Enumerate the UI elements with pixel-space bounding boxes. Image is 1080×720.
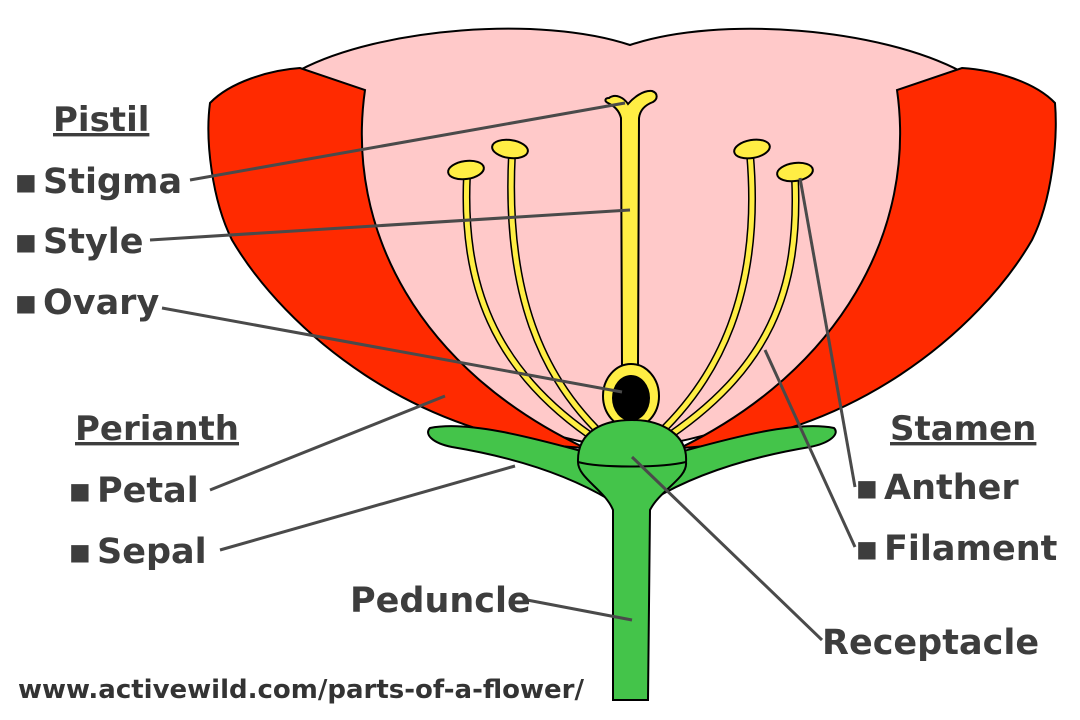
label-peduncle: Peduncle: [350, 581, 531, 621]
leader-receptacle: [630, 455, 824, 642]
labels: Pistil ▪ Stigma ▪ Style ▪ Ovary Perianth…: [14, 100, 1057, 705]
label-sepal: Sepal: [97, 532, 207, 572]
source-url: www.activewild.com/parts-of-a-flower/: [18, 675, 584, 705]
flower-illustration: [207, 27, 1057, 701]
filament: [657, 175, 798, 445]
filament: [508, 151, 613, 445]
bullet-stigma: ▪: [14, 162, 38, 202]
stamen-heading: Stamen: [890, 409, 1036, 449]
anther: [491, 138, 529, 160]
leader-peduncle: [526, 598, 633, 622]
label-ovary: Ovary: [43, 283, 159, 323]
leader-anther: [798, 177, 857, 488]
anther: [447, 159, 485, 181]
pistil-heading: Pistil: [53, 100, 149, 140]
filament: [647, 151, 755, 445]
receptacle-line: [577, 461, 687, 468]
label-style: Style: [43, 222, 144, 262]
filament: [463, 172, 603, 445]
label-petal: Petal: [97, 471, 199, 511]
leader-filament: [763, 349, 857, 548]
label-anther: Anther: [884, 468, 1019, 508]
bullet-sepal: ▪: [68, 532, 92, 572]
bullet-ovary: ▪: [14, 283, 38, 323]
anther: [733, 138, 771, 160]
leader-stigma: [189, 101, 626, 182]
label-stigma: Stigma: [43, 162, 182, 202]
leader-lines: [149, 101, 857, 642]
leader-sepal: [219, 464, 516, 552]
label-receptacle: Receptacle: [822, 623, 1039, 663]
leader-style: [149, 208, 631, 242]
peduncle-stem: [576, 418, 688, 701]
perianth-heading: Perianth: [75, 409, 239, 449]
stamens: [447, 138, 814, 446]
leader-ovary: [161, 306, 623, 394]
label-filament: Filament: [884, 529, 1057, 569]
anther: [776, 161, 814, 183]
style-stigma: [604, 89, 658, 371]
pistil: [602, 89, 660, 429]
bullet-style: ▪: [14, 222, 38, 262]
leader-petal: [209, 394, 446, 492]
bullet-filament: ▪: [855, 529, 879, 569]
bullet-anther: ▪: [855, 468, 879, 508]
ovary: [612, 375, 650, 421]
stem-group: [427, 418, 837, 701]
bullet-petal: ▪: [68, 471, 92, 511]
